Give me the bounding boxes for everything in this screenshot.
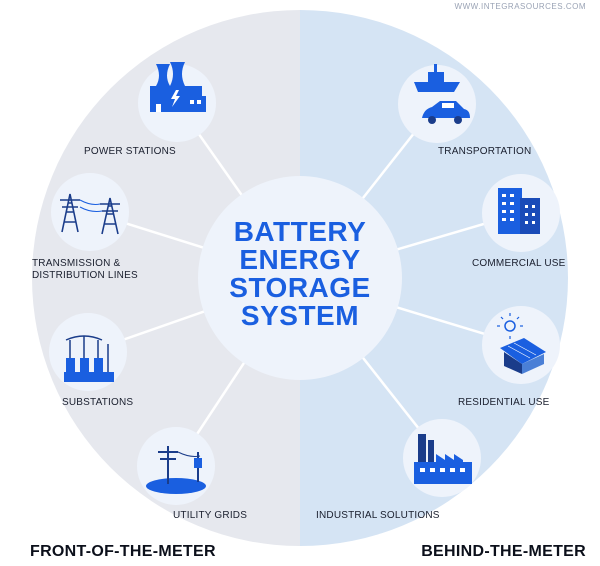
label-transportation: TRANSPORTATION bbox=[438, 146, 532, 157]
utility-pole-icon bbox=[146, 446, 206, 494]
factory-icon bbox=[414, 434, 472, 484]
label-residential-use: RESIDENTIAL USE bbox=[458, 397, 550, 408]
solar-house-icon bbox=[497, 313, 546, 374]
front-of-meter-half bbox=[32, 10, 300, 546]
front-of-the-meter-heading: FRONT-OF-THE-METER bbox=[30, 543, 216, 560]
center-title-line-2: ENERGY bbox=[239, 244, 361, 275]
watermark: WWW.INTEGRASOURCES.COM bbox=[454, 2, 586, 11]
office-building-icon bbox=[498, 188, 540, 234]
center-title-line-1: BATTERY bbox=[233, 216, 367, 247]
label-power-stations: POWER STATIONS bbox=[84, 146, 176, 157]
center-node bbox=[198, 176, 402, 380]
node-transmission bbox=[51, 173, 129, 251]
behind-the-meter-half bbox=[300, 10, 568, 546]
center-title-line-4: SYSTEM bbox=[240, 300, 360, 331]
center-title: BATTERY ENERGY STORAGE SYSTEM bbox=[215, 218, 385, 330]
power-station-icon bbox=[150, 62, 206, 112]
substation-icon bbox=[64, 335, 114, 382]
label-commercial-use: COMMERCIAL USE bbox=[472, 258, 566, 269]
transmission-tower-icon bbox=[60, 193, 120, 235]
label-industrial-solutions: INDUSTRIAL SOLUTIONS bbox=[316, 510, 440, 521]
behind-the-meter-heading: BEHIND-THE-METER bbox=[421, 543, 586, 560]
ship-car-icon bbox=[414, 64, 470, 124]
label-substations: SUBSTATIONS bbox=[62, 397, 134, 408]
label-transmission-distribution: TRANSMISSION & DISTRIBUTION LINES bbox=[32, 258, 138, 281]
label-utility-grids: UTILITY GRIDS bbox=[173, 510, 248, 521]
center-title-line-3: STORAGE bbox=[229, 272, 371, 303]
